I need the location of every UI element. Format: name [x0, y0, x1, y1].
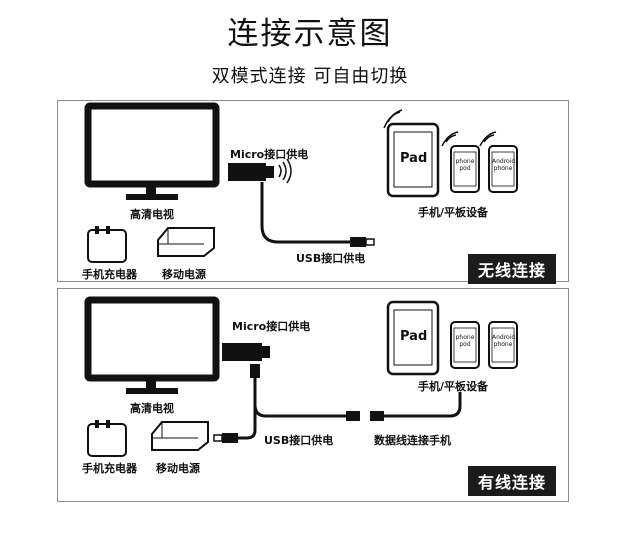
android-label-wireless: Android phone [492, 158, 516, 172]
tv-icon-wired [84, 296, 220, 394]
tablet-icon-wireless [386, 122, 440, 198]
powerbank-label-wireless: 移动电源 [162, 268, 206, 281]
iphone-label-wired: phone pod [455, 334, 475, 348]
android-label-wired: Android phone [492, 334, 516, 348]
tv-label-wireless: 高清电视 [130, 208, 174, 221]
micro-label-wired: Micro接口供电 [232, 320, 311, 333]
tv-label-wired: 高清电视 [130, 402, 174, 415]
devices-label-wireless: 手机/平板设备 [418, 206, 489, 219]
android-icon-wireless [488, 145, 518, 193]
charger-label-wired: 手机充电器 [82, 462, 137, 475]
iphone-label-wireless: phone pod [455, 158, 475, 172]
usb-label-wired: USB接口供电 [264, 434, 334, 447]
badge-wired: 有线连接 [468, 466, 557, 496]
powerbank-label-wired: 移动电源 [156, 462, 200, 475]
usb-label-wireless: USB接口供电 [296, 252, 366, 265]
tablet-icon-wired [386, 300, 440, 376]
charger-icon-wireless [87, 226, 127, 263]
pad-label-wireless: Pad [400, 151, 428, 166]
cable-label-wired: 数据线连接手机 [374, 434, 451, 447]
charger-label-wireless: 手机充电器 [82, 268, 137, 281]
charger-icon-wired [87, 420, 127, 457]
micro-label-wireless: Micro接口供电 [230, 148, 309, 161]
devices-label-wired: 手机/平板设备 [418, 380, 489, 393]
dongle-icon-wired [222, 343, 270, 361]
powerbank-icon-wired [151, 421, 209, 451]
android-icon-wired [488, 321, 518, 369]
iphone-icon-wireless [450, 145, 480, 193]
pad-label-wired: Pad [400, 329, 428, 344]
tv-icon-wireless [84, 102, 220, 200]
badge-wireless: 无线连接 [468, 254, 557, 284]
powerbank-icon-wireless [157, 227, 215, 257]
page-subtitle: 双模式连接 可自由切换 [211, 66, 409, 87]
dongle-icon-wireless [228, 158, 292, 184]
iphone-icon-wired [450, 321, 480, 369]
page-title: 连接示意图 [227, 16, 393, 52]
